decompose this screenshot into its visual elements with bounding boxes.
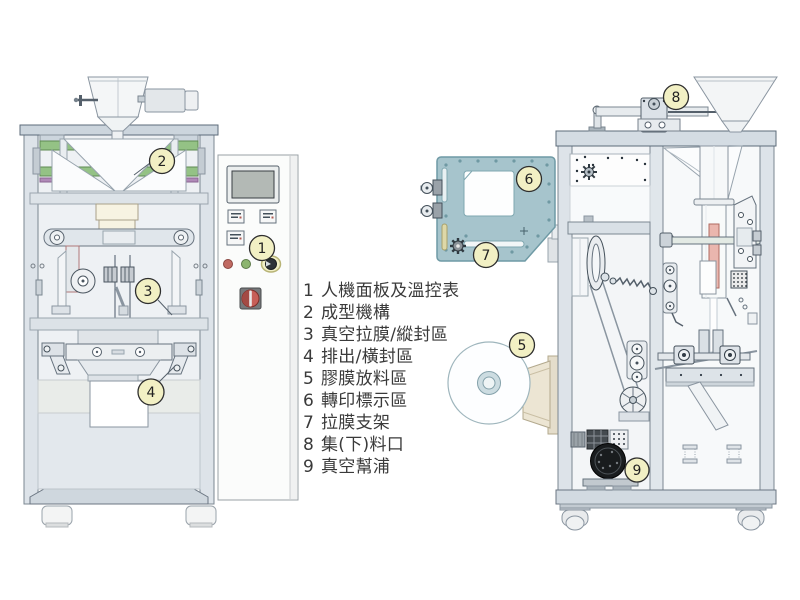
- callout-3: 3: [134, 277, 162, 305]
- print-window: [463, 170, 515, 217]
- svg-text:5: 5: [518, 338, 527, 354]
- plate-slot: [441, 223, 448, 251]
- callout-5: 5: [508, 331, 536, 359]
- feeder-hopper: [87, 76, 149, 141]
- cam-lever-plate: [662, 262, 684, 327]
- side-mech: [197, 147, 206, 175]
- machine-foot: [41, 505, 217, 528]
- svg-text:6: 6: [525, 172, 534, 188]
- frame-bottom-beam: [29, 488, 209, 505]
- crossbar-assembly: [43, 228, 195, 247]
- mount-bracket-mark: [726, 444, 742, 464]
- mount-bracket-mark: [682, 444, 698, 464]
- film-guide-pin: [420, 202, 443, 219]
- callout-4: 4: [137, 378, 165, 406]
- drive-wheel-belt: [571, 235, 640, 400]
- left-machine-front-view: [19, 76, 219, 528]
- plate-cross-mark: [520, 227, 528, 235]
- frame-top-beam: [555, 130, 777, 147]
- caster-wheel: [559, 504, 591, 531]
- frame-column-right: [199, 124, 215, 505]
- pull-belt-block: [699, 260, 717, 295]
- callout-6: 6: [515, 165, 543, 193]
- discharge-chute: [687, 381, 729, 431]
- film-roll-unit: [447, 341, 559, 435]
- seal-carriage-bracket: [730, 195, 762, 289]
- plate-slot: [441, 167, 448, 203]
- hopper-motor: [137, 88, 199, 113]
- collect-hopper: [693, 76, 778, 133]
- svg-text:8: 8: [672, 90, 681, 106]
- callout-2: 2: [148, 147, 176, 175]
- gear-icon: [450, 238, 466, 254]
- hmi-screen: [226, 165, 280, 204]
- temp-controller: [259, 209, 277, 224]
- frame-bottom-beam: [555, 489, 777, 505]
- svg-text:3: 3: [144, 284, 153, 300]
- callout-7: 7: [472, 241, 500, 269]
- selector-knob: [260, 255, 282, 273]
- main-power-switch: [239, 287, 262, 310]
- hopper-handle: [73, 95, 98, 106]
- control-panel-cabinet: [217, 154, 299, 501]
- mid-shelf-2: [29, 317, 209, 331]
- film-roll-core: [482, 376, 496, 390]
- temp-controller: [226, 230, 245, 246]
- svg-text:4: 4: [147, 385, 156, 401]
- callout-leader-lines: [133, 162, 176, 384]
- film-guide-pin: [420, 179, 443, 196]
- small-hardware: [726, 297, 758, 325]
- gear-icon: [581, 164, 597, 180]
- electrical-panel: [569, 153, 651, 223]
- horizontal-seal-unit: [41, 329, 197, 382]
- frame-column-mid: [649, 145, 664, 491]
- svg-text:9: 9: [633, 463, 642, 479]
- caster-wheel: [735, 504, 767, 531]
- frame-column-right: [759, 130, 775, 505]
- temp-controller: [227, 209, 245, 224]
- start-button: [241, 259, 251, 269]
- callout-9: 9: [624, 457, 650, 483]
- vacuum-pull-belt-unit: [30, 245, 208, 316]
- svg-text:2: 2: [158, 154, 167, 170]
- callout-8: 8: [662, 83, 690, 111]
- callout-1: 1: [248, 234, 276, 262]
- svg-text:7: 7: [482, 248, 491, 264]
- vacuum-pump: [570, 429, 639, 491]
- mid-shelf: [29, 192, 209, 205]
- mid-beam: [567, 221, 651, 235]
- callouts: 1 2 3 4 5 6 7 8: [133, 83, 690, 483]
- stop-button: [223, 259, 233, 269]
- tension-pulley-assembly: [618, 340, 650, 422]
- svg-text:1: 1: [258, 241, 267, 257]
- horizontal-seal-rail: [654, 329, 758, 387]
- side-mech: [32, 147, 41, 175]
- right-machine-side-view: [555, 76, 778, 531]
- frame-column-left: [23, 124, 39, 505]
- spring-linkage: [600, 272, 657, 295]
